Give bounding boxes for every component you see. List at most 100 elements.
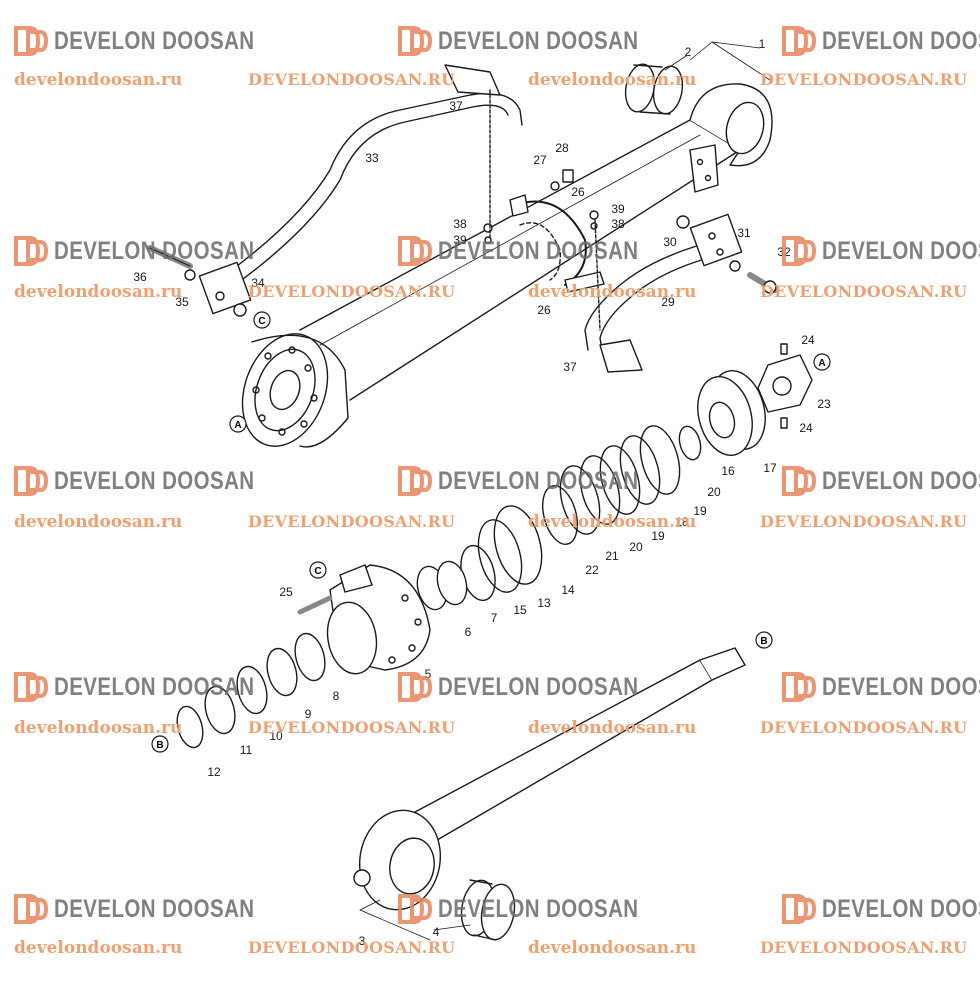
part-number-10: 10	[269, 729, 283, 743]
piston-rod	[353, 647, 746, 941]
part-number-4: 4	[433, 925, 440, 939]
piston-assembly	[176, 343, 813, 749]
connector-markers: A A B B C C	[151, 311, 831, 753]
watermark-url: DEVELONDOOSAN.RU	[760, 938, 968, 957]
watermark-brand-text: DEVELON DOOSAN	[54, 26, 255, 55]
part-number-29: 29	[661, 295, 675, 309]
watermark-logo: DEVELON DOOSAN	[782, 894, 980, 924]
watermark-url: develondoosan.ru	[14, 718, 183, 738]
svg-text:B: B	[156, 740, 163, 751]
part-number-12: 12	[207, 765, 221, 779]
part-number-35: 35	[175, 295, 189, 309]
connector-b: B	[755, 631, 773, 649]
part-number-39: 39	[453, 233, 467, 247]
part-number-14: 14	[561, 583, 575, 597]
watermark-logo: DEVELON DOOSAN	[14, 466, 299, 496]
watermark-url: develondoosan.ru	[14, 512, 183, 532]
watermark-brand-text: DEVELON DOOSAN	[438, 672, 639, 701]
part-number-19: 19	[693, 504, 707, 518]
part-number-24: 24	[799, 421, 813, 435]
clamp-26	[509, 194, 605, 293]
leader-lines	[359, 41, 771, 941]
part-number-2: 2	[685, 45, 692, 59]
brand-mark-icon	[782, 236, 817, 266]
watermark-brand-text: DEVELON DOOSAN	[438, 466, 639, 495]
fasteners-top	[147, 89, 778, 331]
part-number-27: 27	[533, 153, 547, 167]
watermark-brand-text: DEVELON DOOSAN	[822, 894, 980, 923]
connector-c: C	[309, 561, 327, 579]
part-number-18: 18	[675, 515, 689, 529]
watermark-logo: DEVELON DOOSAN	[398, 672, 683, 702]
part-number-38: 38	[453, 217, 467, 231]
part-number-21: 21	[605, 549, 619, 563]
part-number-33: 33	[365, 151, 379, 165]
watermark-brand-text: DEVELON DOOSAN	[822, 672, 980, 701]
part-number-26: 26	[537, 303, 551, 317]
watermark-logo: DEVELON DOOSAN	[782, 466, 980, 496]
watermark-brand-text: DEVELON DOOSAN	[822, 26, 980, 55]
watermark-url: DEVELONDOOSAN.RU	[760, 70, 968, 89]
connector-a: A	[229, 415, 247, 433]
watermark-url: DEVELONDOOSAN.RU	[248, 70, 456, 89]
brand-mark-icon	[398, 672, 433, 702]
watermark-logo: DEVELON DOOSAN	[782, 672, 980, 702]
watermark-logo: DEVELON DOOSAN	[14, 894, 299, 924]
watermark-url: develondoosan.ru	[14, 282, 183, 302]
brand-mark-icon	[782, 466, 817, 496]
watermark-brand-text: DEVELON DOOSAN	[438, 26, 639, 55]
brand-mark-icon	[14, 894, 49, 924]
watermark-brand-text: DEVELON DOOSAN	[822, 466, 980, 495]
part-number-9: 9	[305, 707, 312, 721]
part-number-15: 15	[513, 603, 527, 617]
watermark-logo: DEVELON DOOSAN	[398, 236, 683, 266]
part-number-23: 23	[817, 397, 831, 411]
svg-text:A: A	[234, 420, 241, 431]
part-number-30: 30	[663, 235, 677, 249]
watermark-brand-text: DEVELON DOOSAN	[438, 894, 639, 923]
brand-mark-icon	[14, 236, 49, 266]
watermark-logo: DEVELON DOOSAN	[782, 26, 980, 56]
connector-c: C	[253, 311, 271, 329]
watermark-url: DEVELONDOOSAN.RU	[248, 512, 456, 531]
part-number-5: 5	[425, 667, 432, 681]
part-number-24: 24	[801, 333, 815, 347]
watermark-url: develondoosan.ru	[528, 718, 697, 738]
svg-text:A: A	[818, 358, 825, 369]
watermark-url: DEVELONDOOSAN.RU	[248, 938, 456, 957]
pipe-33	[198, 64, 523, 315]
watermark-url: DEVELONDOOSAN.RU	[760, 718, 968, 737]
part-number-39: 39	[611, 202, 625, 216]
watermark-brand-text: DEVELON DOOSAN	[822, 236, 980, 265]
svg-text:C: C	[314, 566, 321, 577]
part-number-20: 20	[707, 485, 721, 499]
watermark-brand-text: DEVELON DOOSAN	[438, 236, 639, 265]
part-number-28: 28	[555, 141, 569, 155]
svg-text:C: C	[258, 316, 265, 327]
watermark-logo: DEVELON DOOSAN	[782, 236, 980, 266]
watermark-url: DEVELONDOOSAN.RU	[760, 512, 968, 531]
part-number-13: 13	[537, 596, 551, 610]
watermark-url: develondoosan.ru	[14, 938, 183, 958]
watermark-logo: DEVELON DOOSAN	[14, 236, 299, 266]
part-number-25: 25	[279, 585, 293, 599]
part-number-8: 8	[333, 689, 340, 703]
watermark-url: DEVELONDOOSAN.RU	[248, 718, 456, 737]
watermark-logo: DEVELON DOOSAN	[398, 466, 683, 496]
watermark-logo: DEVELON DOOSAN	[398, 26, 683, 56]
part-number-36: 36	[133, 270, 147, 284]
brand-mark-icon	[782, 26, 817, 56]
part-number-31: 31	[737, 226, 751, 240]
connector-b: B	[151, 735, 169, 753]
brand-mark-icon	[398, 466, 433, 496]
part-number-37: 37	[449, 99, 463, 113]
watermark-brand-text: DEVELON DOOSAN	[54, 672, 255, 701]
part-number-11: 11	[240, 743, 253, 757]
brand-mark-icon	[398, 894, 433, 924]
part-number-16: 16	[721, 464, 735, 478]
brand-mark-icon	[14, 672, 49, 702]
part-number-1: 1	[759, 37, 766, 51]
watermark-brand-text: DEVELON DOOSAN	[54, 236, 255, 265]
